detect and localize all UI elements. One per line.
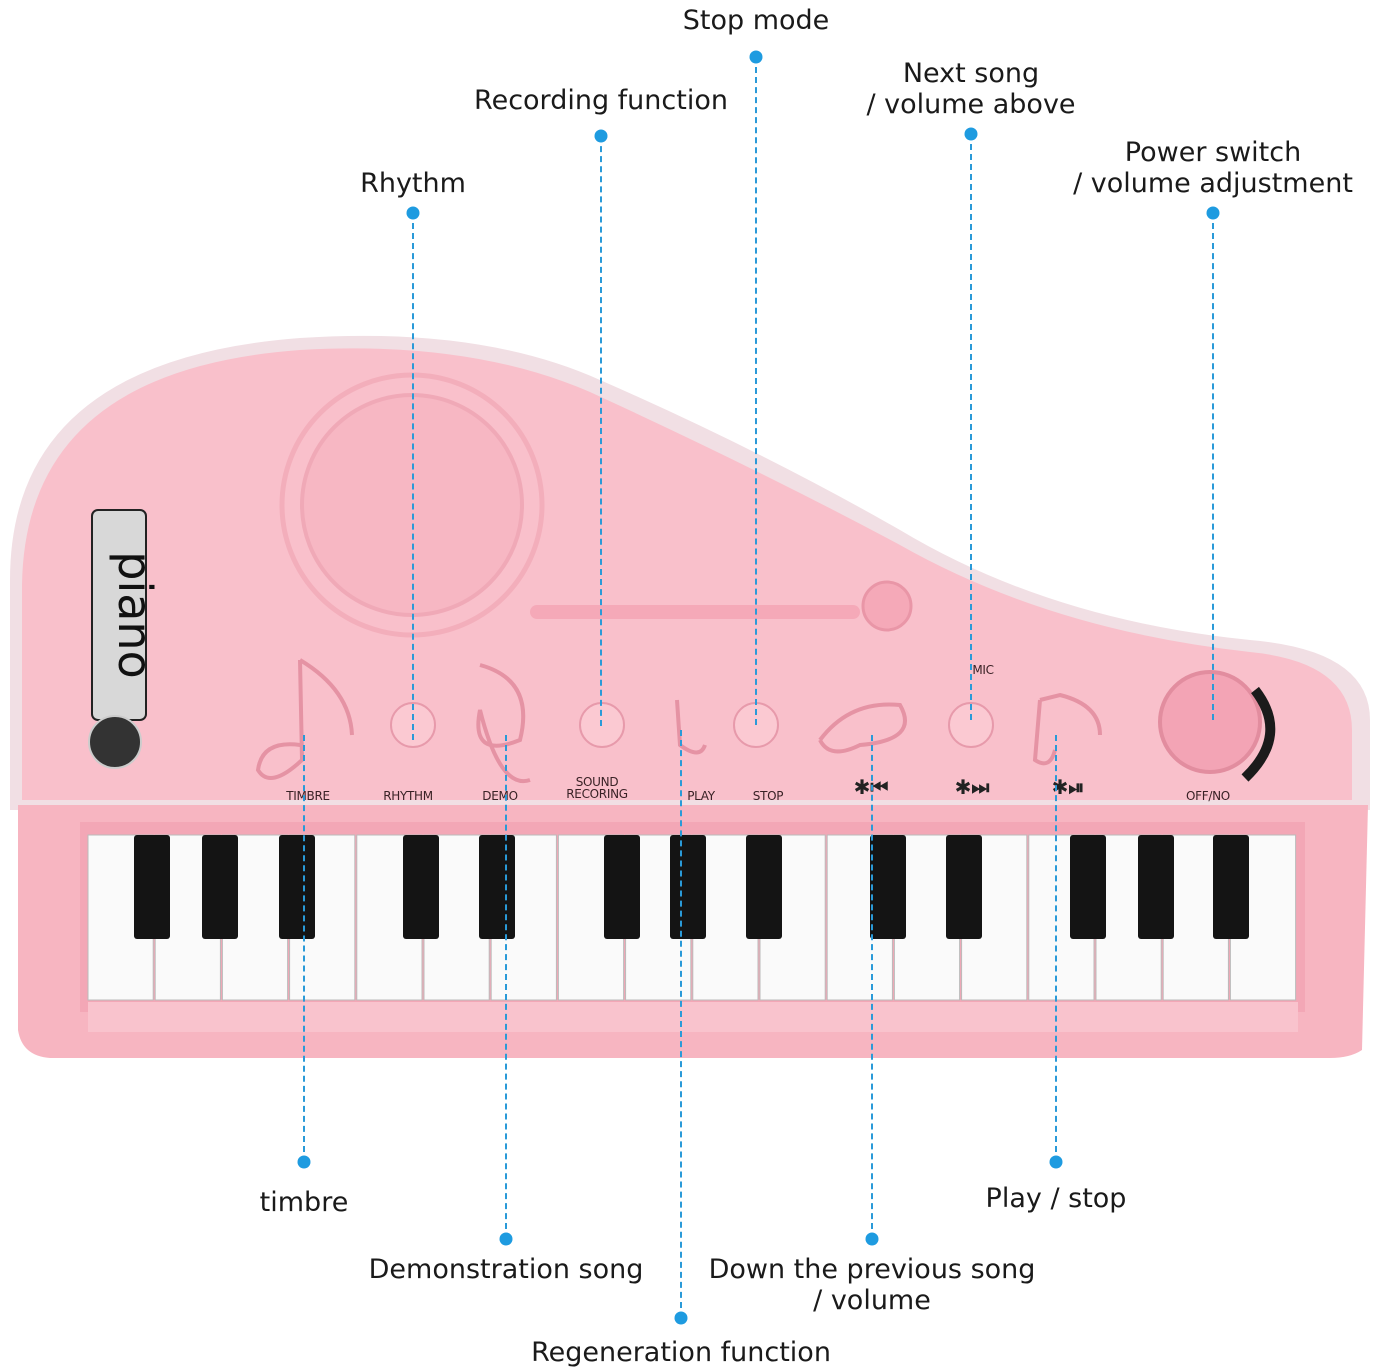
callout-dot — [499, 1232, 513, 1246]
bluetooth-next-icon: ✱⏭ — [954, 775, 990, 799]
power-line-2: / volume adjustment — [1073, 168, 1353, 199]
panel-label-mic: MIC — [972, 663, 994, 677]
demo-clef-button — [476, 663, 531, 784]
black-key[interactable] — [479, 835, 515, 939]
callout-dot — [1206, 206, 1220, 220]
callout-power: Power switch/ volume adjustment — [1073, 137, 1353, 199]
callout-stop-mode: Stop mode — [682, 5, 830, 36]
callout-line-prev — [871, 735, 873, 1239]
callout-line-stop — [755, 57, 757, 725]
panel-label-offno: OFF/NO — [1186, 789, 1230, 803]
callout-demo: Demonstration song — [368, 1254, 644, 1285]
power-volume-knob — [1158, 670, 1262, 774]
callout-play-stop: Play / stop — [985, 1183, 1127, 1214]
black-key[interactable] — [134, 835, 170, 939]
black-key[interactable] — [946, 835, 982, 939]
callout-dot — [1049, 1155, 1063, 1169]
black-key[interactable] — [279, 835, 315, 939]
callout-rhythm: Rhythm — [360, 168, 466, 199]
callout-next-song: Next song/ volume above — [866, 58, 1075, 120]
sound-line-2: RECORING — [566, 787, 628, 801]
callout-line-rhythm — [412, 213, 414, 740]
callout-line-regen — [680, 730, 682, 1318]
sound-line-1: SOUND — [575, 775, 619, 789]
keyboard — [87, 834, 1297, 1001]
next-song-line-1: Next song — [902, 58, 1040, 89]
mic-head — [861, 580, 913, 632]
panel-label-stop: STOP — [752, 789, 784, 803]
black-key[interactable] — [1138, 835, 1174, 939]
callout-line-power — [1212, 213, 1214, 720]
callout-dot — [297, 1155, 311, 1169]
piano-top-panel — [22, 348, 1352, 800]
callout-line-recording — [600, 136, 602, 726]
play-stop-note-button — [1032, 692, 1102, 766]
black-key[interactable] — [1070, 835, 1106, 939]
panel-label-demo: DEMO — [482, 789, 518, 803]
callout-regen: Regeneration function — [531, 1337, 831, 1368]
callout-dot — [749, 50, 763, 64]
callout-dot — [674, 1311, 688, 1325]
sound-recording-button — [579, 702, 625, 748]
callout-dot — [406, 206, 420, 220]
black-key[interactable] — [870, 835, 906, 939]
black-key[interactable] — [604, 835, 640, 939]
black-key[interactable] — [670, 835, 706, 939]
callout-dot — [594, 129, 608, 143]
callout-timbre: timbre — [259, 1187, 349, 1218]
panel-label-rhythm: RHYTHM — [383, 789, 433, 803]
power-line-1: Power switch — [1124, 137, 1302, 168]
callout-line-timbre — [303, 735, 305, 1162]
prev-song-clef-button — [818, 702, 907, 754]
mic-rod — [530, 605, 860, 619]
callout-line-play-stop — [1055, 735, 1057, 1162]
next-song-line-2: / volume above — [866, 89, 1076, 120]
svg-text:piano: piano — [108, 551, 162, 678]
callout-line-demo — [505, 735, 507, 1239]
prev-line-2: / volume — [813, 1285, 931, 1316]
callout-recording: Recording function — [474, 85, 728, 116]
panel-label-timbre: TIMBRE — [286, 789, 330, 803]
panel-label-play: PLAY — [687, 789, 715, 803]
black-key[interactable] — [403, 835, 439, 939]
callout-line-next — [970, 134, 972, 720]
timbre-note-button — [255, 658, 354, 780]
bluetooth-play-pause-icon: ✱⏯ — [1051, 775, 1085, 799]
black-key[interactable] — [202, 835, 238, 939]
callout-prev-song: Down the previous song/ volume — [709, 1254, 1036, 1316]
callout-dot — [964, 127, 978, 141]
black-key[interactable] — [746, 835, 782, 939]
prev-line-1: Down the previous song — [708, 1254, 1036, 1285]
callout-dot — [865, 1232, 879, 1246]
brand-badge — [88, 715, 142, 769]
black-key[interactable] — [1213, 835, 1249, 939]
